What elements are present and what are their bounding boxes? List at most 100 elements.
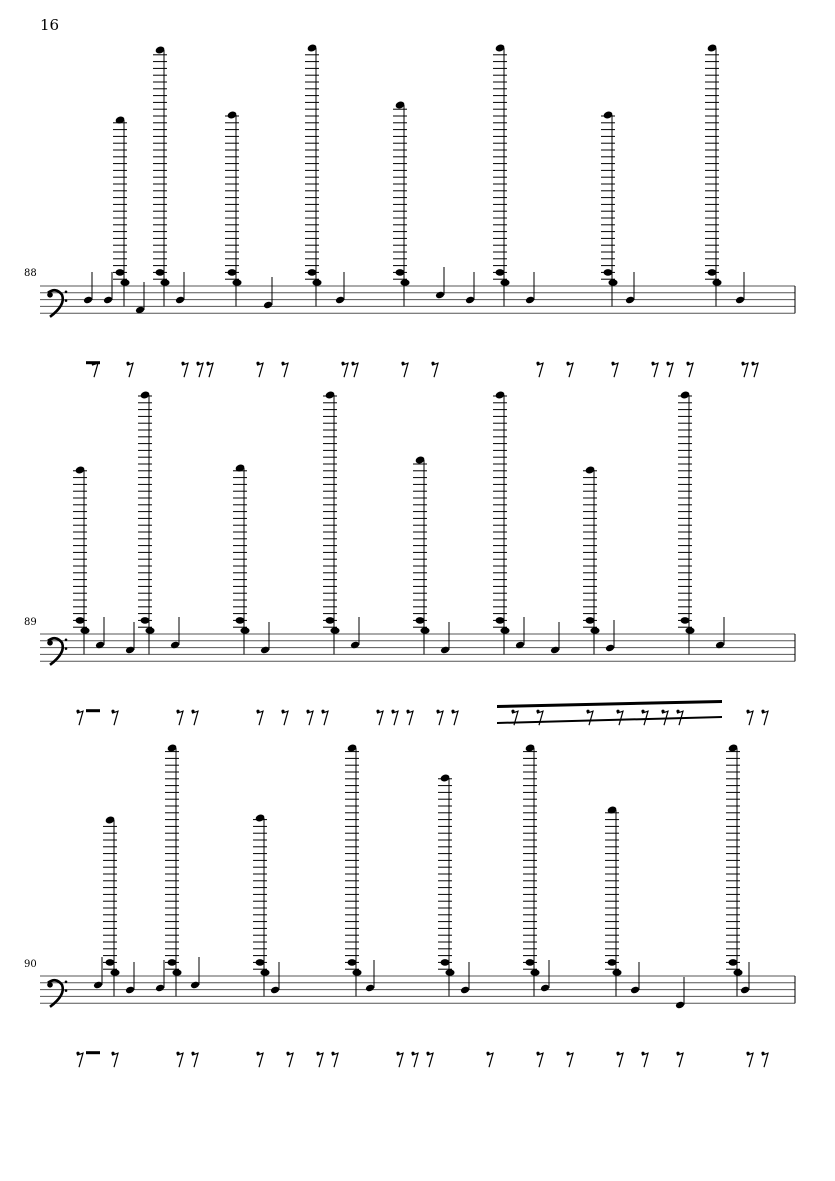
note-head: [707, 269, 717, 276]
note-head: [75, 617, 85, 624]
note-head: [445, 969, 455, 976]
note-head: [347, 744, 357, 752]
bass-clef-dot: [64, 647, 68, 650]
rest-icon: [281, 710, 289, 726]
note-head: [140, 617, 150, 624]
note-head: [167, 959, 177, 966]
note-head: [95, 641, 105, 649]
note-head: [440, 774, 450, 782]
measure-number-89: 89: [24, 617, 37, 628]
note-head: [235, 617, 245, 624]
note-head: [160, 279, 170, 286]
rest-icon: [176, 1052, 184, 1068]
bass-clef-dot: [64, 980, 68, 984]
rest-icon: [566, 1052, 574, 1068]
note-head: [728, 959, 738, 966]
note-head: [172, 969, 182, 976]
note-head: [415, 456, 425, 464]
note-head: [735, 296, 745, 304]
rest-icon: [76, 1052, 84, 1068]
rest-icon: [616, 1052, 624, 1068]
note-head: [140, 391, 150, 399]
rest-icon: [306, 710, 314, 726]
rest-icon: [511, 710, 519, 726]
rest-icon: [431, 362, 439, 378]
note-head: [83, 296, 93, 304]
note-head: [347, 959, 357, 966]
note-head: [728, 744, 738, 752]
whole-rest: [86, 1051, 100, 1055]
note-head: [325, 617, 335, 624]
rest-icon: [76, 710, 84, 726]
rest-icon: [436, 710, 444, 726]
bass-clef-icon: [47, 982, 53, 988]
note-head: [80, 627, 90, 634]
note-head: [680, 391, 690, 399]
bass-clef-dot: [64, 299, 68, 302]
whole-rest: [86, 709, 100, 713]
note-head: [625, 296, 635, 304]
rest-icon: [176, 710, 184, 726]
rest-icon: [686, 362, 694, 378]
note-head: [125, 646, 135, 654]
note-head: [115, 269, 125, 276]
bass-clef-dot: [64, 290, 68, 294]
rest-icon: [486, 1052, 494, 1068]
rest-icon: [661, 710, 669, 726]
bass-clef-icon: [47, 978, 65, 1008]
rest-icon: [181, 362, 189, 378]
note-head: [603, 111, 613, 119]
note-head: [170, 641, 180, 649]
rest-icon: [536, 362, 544, 378]
rest-icon: [746, 1052, 754, 1068]
note-head: [495, 44, 505, 52]
rest-icon: [256, 1052, 264, 1068]
bass-clef-icon: [47, 640, 53, 646]
note-head: [325, 391, 335, 399]
note-head: [680, 617, 690, 624]
note-head: [495, 269, 505, 276]
rest-icon: [536, 710, 544, 726]
rest-icon: [196, 362, 204, 378]
rest-icon: [256, 362, 264, 378]
note-head: [590, 627, 600, 634]
rest-icon: [746, 710, 754, 726]
note-head: [260, 969, 270, 976]
note-head: [740, 986, 750, 994]
note-head: [93, 981, 103, 989]
rest-icon: [641, 1052, 649, 1068]
note-head: [733, 969, 743, 976]
rest-icon: [331, 1052, 339, 1068]
rest-icon: [206, 362, 214, 378]
note-head: [190, 981, 200, 989]
note-head: [515, 641, 525, 649]
note-head: [675, 1001, 685, 1009]
rest-icon: [111, 1052, 119, 1068]
rest-icon: [666, 362, 674, 378]
note-head: [75, 466, 85, 474]
note-head: [110, 969, 120, 976]
note-head: [330, 627, 340, 634]
note-head: [105, 816, 115, 824]
rest-icon: [281, 362, 289, 378]
bass-clef-icon: [47, 288, 65, 318]
note-head: [525, 744, 535, 752]
note-head: [260, 646, 270, 654]
note-head: [525, 296, 535, 304]
beam: [497, 716, 722, 724]
note-head: [235, 464, 245, 472]
note-head: [263, 301, 273, 309]
note-head: [227, 111, 237, 119]
note-head: [335, 296, 345, 304]
rest-icon: [341, 362, 349, 378]
note-head: [460, 986, 470, 994]
note-head: [495, 391, 505, 399]
note-head: [307, 269, 317, 276]
rest-icon: [536, 1052, 544, 1068]
note-head: [365, 984, 375, 992]
note-head: [715, 641, 725, 649]
note-head: [115, 116, 125, 124]
rest-icon: [426, 1052, 434, 1068]
rest-icon: [191, 710, 199, 726]
